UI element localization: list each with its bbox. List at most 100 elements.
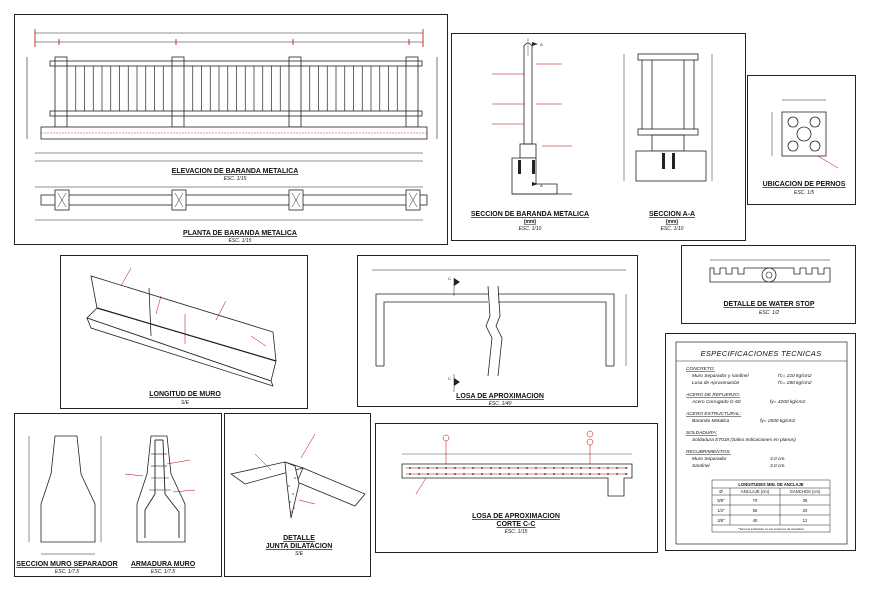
table-cell: 12: [803, 518, 808, 523]
junta-title-line-1: DETALLE: [283, 535, 315, 542]
rebar-dot: [481, 467, 483, 469]
rebar-dot: [544, 467, 546, 469]
rebar-dot: [571, 467, 573, 469]
panel-especificaciones: ESPECIFICACIONES TECNICAS CONCRETO: Muro…: [665, 333, 856, 551]
seccion-aa-scale: ESC. 1/10: [661, 226, 684, 232]
rebar-dot: [553, 467, 555, 469]
spec-acero-estructural-heading: ACERO ESTRUCTURAL:: [685, 411, 742, 417]
corte-cc-title-line-2: CORTE C-C: [497, 521, 536, 528]
spec-acero-estructural-value-1: fy= 2500 kg/cm2: [760, 418, 796, 424]
anchorage-table-note: *Tener la indicación en los extremos de …: [738, 527, 804, 531]
rebar-dot: [454, 473, 456, 475]
armadura-muro-title: ARMADURA MURO: [131, 561, 196, 568]
rebar-dot: [616, 467, 618, 469]
spec-recubrimientos-heading: RECUBRIMIENTOS:: [686, 449, 731, 455]
rebar-dot: [589, 467, 591, 469]
panel-water-stop: DETALLE DE WATER STOP ESC. 1/2: [681, 245, 856, 324]
water-stop-scale: ESC. 1/2: [759, 310, 779, 316]
anchorage-header-ganchos: GANCHOS (cm): [790, 489, 821, 494]
rebar-dot: [427, 473, 429, 475]
spec-soldadura-item-1: Soldadura E7018 (Salvo Indicaciones en p…: [692, 437, 796, 443]
water-stop-drawing: DETALLE DE WATER STOP ESC. 1/2: [709, 259, 831, 316]
baluster-group: [75, 66, 398, 111]
losa-aprox-drawing: C C LOSA DE APROXIMACION ESC. 1/40: [372, 269, 627, 407]
longitud-muro-scale: S/E: [181, 400, 190, 406]
rebar-dot: [580, 473, 582, 475]
table-cell: 40: [753, 518, 758, 523]
rebar-dot: [409, 467, 411, 469]
rebar-dot: [490, 473, 492, 475]
rebar-dots: [409, 467, 627, 475]
rebar-dot: [418, 467, 420, 469]
muro-separador-drawing: SECCION MURO SEPARADOR ESC. 1/7.5 ARMADU…: [16, 435, 196, 575]
section-c-marker-bottom: C: [448, 376, 451, 381]
rebar-dot: [580, 467, 582, 469]
junta-scale: S/E: [295, 551, 304, 557]
rebar-dot: [463, 467, 465, 469]
planta-title: PLANTA DE BARANDA METALICA: [183, 230, 297, 237]
seccion-muro-title: SECCION MURO SEPARADOR: [16, 561, 117, 568]
spec-recubrimientos-value-1: 3.0 cm.: [770, 456, 786, 462]
spec-acero-refuerzo-heading: ACERO DE REFUERZO:: [685, 392, 741, 398]
rebar-dot: [508, 473, 510, 475]
elevacion-planta-drawing: ELEVACION DE BARANDA METALICA ESC. 1/15 …: [26, 29, 438, 244]
anchorage-table-title: LONGITUDES MIN. DE ANCLAJE: [738, 482, 803, 487]
rebar-dot: [436, 473, 438, 475]
rebar-dot: [490, 467, 492, 469]
rebar-dot: [472, 473, 474, 475]
corte-cc-scale: ESC. 1/15: [505, 529, 528, 535]
rebar-dot: [481, 473, 483, 475]
armadura-muro-scale: ESC. 1/7.5: [151, 569, 175, 575]
seccion-baranda-scale: ESC. 1/10: [519, 226, 542, 232]
panel-corte-cc: LOSA DE APROXIMACION CORTE C-C ESC. 1/15: [375, 423, 658, 553]
water-stop-title: DETALLE DE WATER STOP: [723, 301, 814, 308]
seccion-baranda-title: SECCION DE BARANDA METALICA: [471, 211, 589, 218]
rebar-dot: [436, 467, 438, 469]
spec-recubrimientos-item-1: Muro Separador: [692, 456, 727, 462]
table-cell: 35: [803, 498, 808, 503]
rebar-dot: [526, 473, 528, 475]
seccion-muro-scale: ESC. 1/7.5: [55, 569, 79, 575]
table-cell: 20: [803, 508, 808, 513]
rebar-dot: [544, 473, 546, 475]
ubicacion-pernos-title: UBICACION DE PERNOS: [763, 181, 846, 188]
table-cell: 5/8": [717, 498, 725, 503]
rebar-dot: [445, 473, 447, 475]
especificaciones-content: ESPECIFICACIONES TECNICAS CONCRETO: Muro…: [675, 341, 848, 545]
panel-ubicacion-pernos: UBICACION DE PERNOS ESC. 1/5: [747, 75, 856, 205]
spec-acero-estructural-item-1: Baranda Metalica: [692, 418, 730, 424]
rebar-dot: [463, 473, 465, 475]
rebar-dot: [607, 467, 609, 469]
ubicacion-pernos-drawing: UBICACION DE PERNOS ESC. 1/5: [763, 99, 846, 196]
section-a-marker-bottom: A: [540, 183, 543, 188]
spec-concreto-heading: CONCRETO:: [686, 366, 715, 372]
rebar-dot: [454, 467, 456, 469]
rebar-dot: [517, 473, 519, 475]
anchorage-header-anclaje: ANCLAJE (cm): [741, 489, 770, 494]
spec-acero-refuerzo-value-1: fy= 4200 kg/cm2: [770, 399, 806, 405]
spec-recubrimientos-item-2: Sardinel: [692, 463, 711, 469]
rebar-dot: [526, 467, 528, 469]
spec-concreto-value-1: f'c= 210 kg/cm2: [778, 373, 812, 379]
planta-scale: ESC. 1/15: [229, 238, 252, 244]
rebar-dot: [598, 467, 600, 469]
losa-aprox-scale: ESC. 1/40: [489, 401, 512, 407]
rebar-dot: [607, 473, 609, 475]
rebar-dot: [598, 473, 600, 475]
corte-cc-title-line-1: LOSA DE APROXIMACION: [472, 513, 560, 520]
panel-secciones: A A SECCION DE BARANDA METALICA (mm) ESC…: [451, 33, 746, 241]
spec-recubrimientos-value-2: 3.0 cm.: [770, 463, 786, 469]
longitud-muro-title: LONGITUD DE MURO: [149, 391, 221, 398]
spec-acero-refuerzo-item-1: Acero Corrugado G-60: [691, 399, 741, 405]
section-c-marker-top: C: [448, 276, 451, 281]
panel-junta: DETALLE JUNTA DILATACION S/E: [224, 413, 371, 577]
spec-concreto-value-2: f'c= 280 kg/cm2: [778, 380, 812, 386]
anchorage-header-diameter: Ø: [719, 489, 723, 494]
rebar-dot: [445, 467, 447, 469]
rebar-dot: [418, 473, 420, 475]
rebar-dot: [625, 467, 627, 469]
section-a-marker-top: A: [540, 42, 543, 47]
rebar-dot: [616, 473, 618, 475]
spec-concreto-item-2: Losa de Aproximación: [692, 380, 740, 386]
corte-cc-drawing: LOSA DE APROXIMACION CORTE C-C ESC. 1/15: [401, 430, 633, 535]
